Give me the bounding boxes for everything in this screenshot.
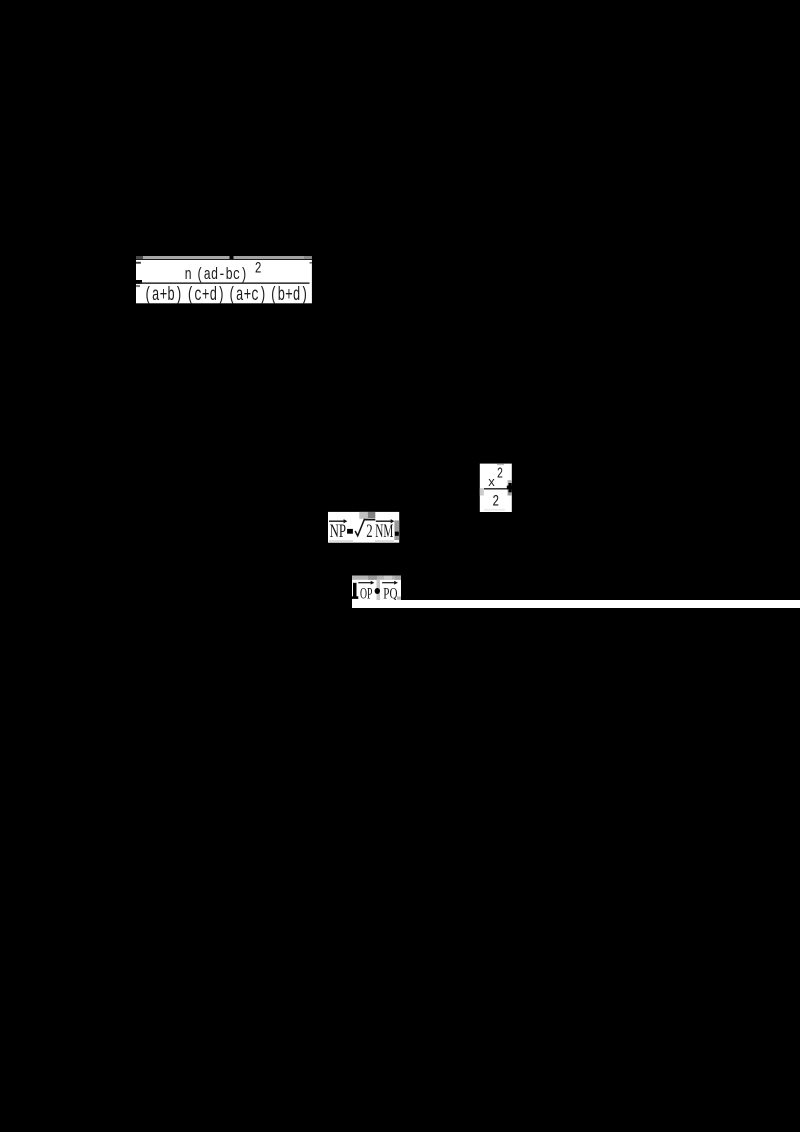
svg-text:PQ: PQ — [383, 584, 397, 602]
svg-text:(ad-bc): (ad-bc) — [196, 265, 247, 284]
svg-text:2: 2 — [366, 522, 372, 542]
svg-text:OP: OP — [360, 584, 372, 602]
svg-text:2: 2 — [497, 467, 503, 483]
svg-text:(c+d): (c+d) — [187, 284, 225, 306]
svg-text:NP: NP — [330, 522, 346, 542]
svg-text:(a+c): (a+c) — [228, 284, 266, 306]
svg-text:(a+b): (a+b) — [144, 284, 182, 306]
svg-text:(b+d): (b+d) — [270, 284, 308, 306]
svg-text:NM: NM — [375, 522, 393, 542]
svg-text:n: n — [185, 265, 192, 284]
svg-text:2: 2 — [492, 493, 499, 511]
svg-text:2: 2 — [255, 260, 262, 278]
svg-text:x: x — [488, 475, 495, 490]
